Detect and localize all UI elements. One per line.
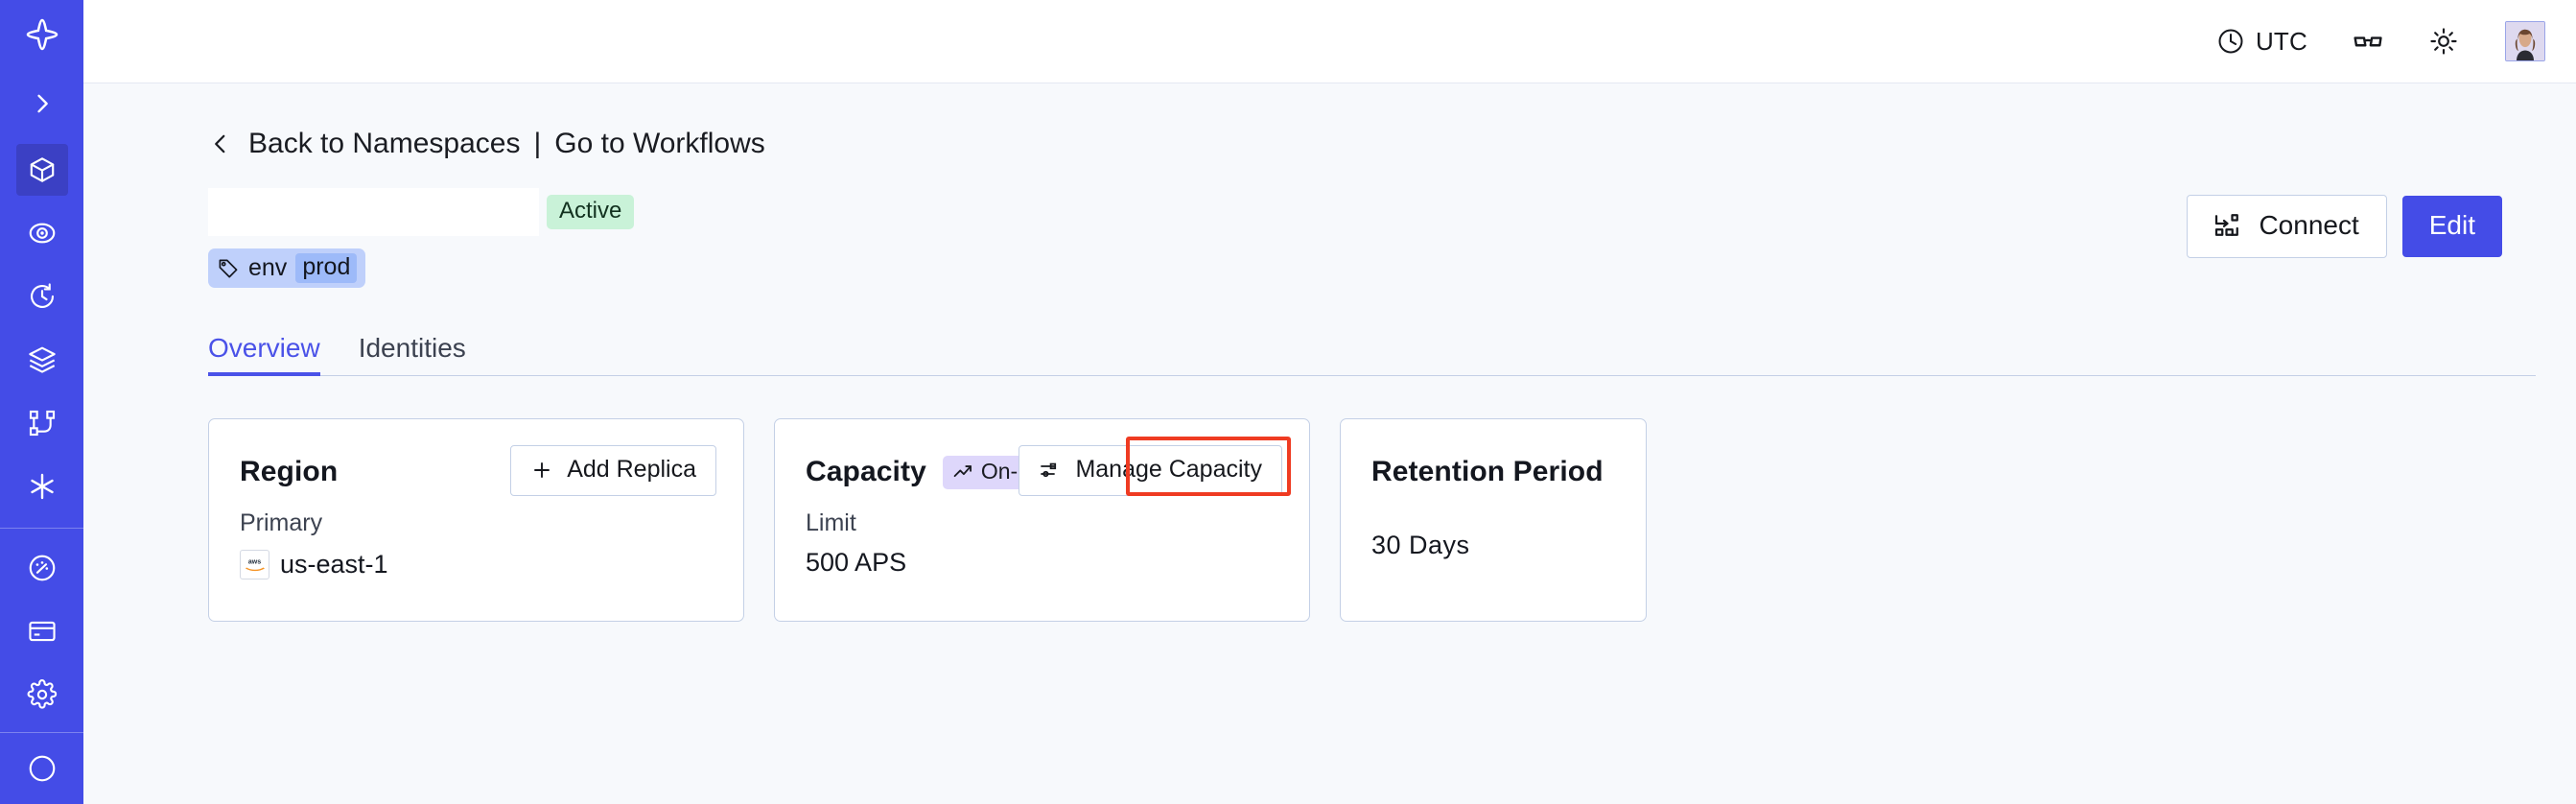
chevron-left-icon — [215, 134, 225, 154]
page-title — [208, 188, 539, 236]
temporal-logo-icon — [26, 18, 58, 51]
namespace-tabs: Overview Identities — [208, 324, 2536, 376]
region-value: us-east-1 — [280, 550, 388, 579]
tab-identities[interactable]: Identities — [358, 333, 466, 363]
add-replica-label: Add Replica — [567, 456, 696, 483]
user-avatar-image — [2506, 22, 2544, 60]
glasses-icon — [2354, 36, 2382, 47]
chevron-right-icon — [36, 94, 48, 113]
theme-toggle[interactable] — [2428, 26, 2459, 57]
sidebar-item-workflows[interactable] — [16, 397, 68, 449]
tag-value: prod — [295, 253, 358, 283]
app-logo[interactable] — [0, 0, 83, 69]
region-card: Region Add Replica Primary aws — [208, 418, 744, 622]
edit-button-label: Edit — [2428, 210, 2475, 240]
capacity-value: 500 APS — [806, 548, 907, 577]
plus-icon — [534, 461, 550, 478]
manage-capacity-label: Manage Capacity — [1075, 456, 1262, 483]
sidebar-item-help[interactable] — [16, 743, 68, 794]
capacity-card-title: Capacity — [806, 456, 926, 487]
region-primary-label: Primary — [240, 509, 323, 536]
gear-icon — [27, 679, 57, 709]
breadcrumb: Back to Namespaces | Go to Workflows — [208, 128, 2534, 160]
sidebar-divider-2 — [0, 732, 83, 733]
breadcrumb-back-namespaces[interactable]: Back to Namespaces — [248, 128, 521, 159]
capacity-limit-label: Limit — [806, 509, 856, 536]
region-card-header: Region — [240, 450, 716, 494]
avatar[interactable] — [2505, 21, 2545, 61]
region-value-row: aws us-east-1 — [240, 550, 716, 579]
breadcrumb-divider: | — [533, 128, 542, 159]
capacity-card: Capacity On-Demand — [774, 418, 1310, 622]
sidebar-primary-group — [0, 138, 83, 518]
tab-overview[interactable]: Overview — [208, 335, 320, 376]
gauge-icon — [29, 555, 55, 581]
top-header-bar: UTC — [83, 0, 2576, 83]
edit-button[interactable]: Edit — [2401, 196, 2502, 257]
manage-capacity-button[interactable]: Manage Capacity — [1019, 445, 1282, 496]
sliders-icon — [1041, 462, 1057, 477]
cube-icon — [30, 157, 54, 182]
connect-button-label: Connect — [2259, 210, 2359, 240]
sidebar-item-billing[interactable] — [16, 605, 68, 657]
aws-logo-glyph: aws — [246, 559, 265, 572]
overview-cards: Region Add Replica Primary aws — [208, 418, 2534, 622]
workflow-nodes-icon — [29, 410, 55, 437]
credit-card-icon — [28, 621, 56, 642]
help-circle-icon — [29, 755, 55, 782]
timezone-label: UTC — [2255, 26, 2307, 56]
asterisk-icon — [30, 473, 54, 500]
status-badge: Active — [547, 195, 635, 229]
region-card-title: Region — [240, 456, 339, 487]
tag-icon — [219, 259, 238, 277]
sidebar-item-layers[interactable] — [16, 334, 68, 386]
layers-icon — [28, 346, 56, 373]
sidebar-overflow-group — [0, 737, 83, 800]
retention-card-title: Retention Period — [1371, 456, 1604, 487]
svg-text:aws: aws — [248, 559, 261, 566]
page-actions: Connect Edit — [2187, 195, 2502, 258]
sidebar-item-observability[interactable] — [16, 207, 68, 259]
connect-button[interactable]: Connect — [2187, 195, 2387, 258]
clock-icon — [2218, 29, 2243, 54]
sun-icon — [2430, 28, 2457, 55]
reading-mode-toggle[interactable] — [2352, 25, 2384, 58]
page-content: Back to Namespaces | Go to Workflows Act… — [83, 83, 2576, 804]
sidebar-collapse-toggle[interactable] — [0, 69, 83, 138]
retention-card: Retention Period 30 Days — [1340, 418, 1647, 622]
tag-chip-env[interactable]: env prod — [208, 248, 366, 288]
sidebar-item-nexus[interactable] — [16, 461, 68, 512]
aws-logo-icon: aws — [240, 550, 269, 579]
timezone-selector[interactable]: UTC — [2216, 27, 2307, 57]
eye-icon — [29, 223, 55, 244]
sidebar-item-schedules[interactable] — [16, 271, 68, 322]
main-column: UTC — [83, 0, 2576, 804]
sidebar-divider-1 — [0, 528, 83, 529]
back-button[interactable] — [208, 129, 233, 159]
primary-sidebar — [0, 0, 83, 804]
add-replica-button[interactable]: Add Replica — [510, 445, 716, 496]
retention-value: 30 Days — [1371, 531, 1470, 559]
trend-up-icon — [953, 465, 972, 478]
sidebar-item-namespaces[interactable] — [15, 144, 68, 196]
tag-key: env — [248, 254, 288, 281]
retention-card-header: Retention Period — [1371, 450, 1619, 494]
sidebar-item-settings[interactable] — [16, 669, 68, 721]
connect-icon — [2215, 214, 2239, 236]
sidebar-item-usage[interactable] — [16, 542, 68, 594]
breadcrumb-go-to-workflows[interactable]: Go to Workflows — [554, 128, 765, 159]
clock-rewind-icon — [30, 283, 54, 308]
sidebar-secondary-group — [0, 536, 83, 726]
namespace-tags: env prod — [208, 248, 2534, 288]
namespace-title-row: Active — [208, 187, 2534, 237]
